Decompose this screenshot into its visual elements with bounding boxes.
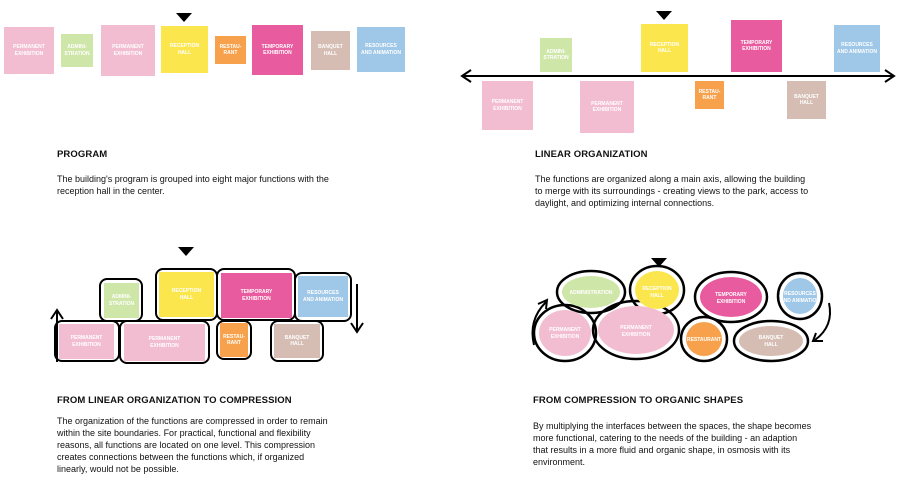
box-permanent-exhibition: PERMANENT EXHIBITION [59, 324, 114, 359]
box-restaurant: RESTAU- RANT [215, 36, 246, 64]
box-permanent-exhibition-2: PERMANENT EXHIBITION [124, 324, 205, 361]
organic-text-line: environment. [533, 457, 586, 467]
entrance-marker-icon [176, 13, 192, 22]
organic-text: By multiplying the interfaces between th… [533, 420, 828, 468]
label-reception-hall: HALL [650, 293, 663, 299]
compression-text-line: linearly, would not be possible. [57, 464, 179, 474]
box-administration: ADMINI- STRATION [61, 34, 93, 67]
organic-text-line: more functional, catering to the needs o… [533, 433, 798, 443]
box-resources-animation: RESOURCES AND ANIMATION [357, 27, 405, 72]
box-reception-hall: RECEPTION HALL [159, 272, 214, 317]
label-permanent-exhibition: PERMANENT [549, 327, 581, 333]
compression-text-line: creates connections between the function… [57, 452, 305, 462]
compression-text-line: The organization of the functions are co… [57, 416, 328, 426]
linear-text-line: to merge with its surroundings - creatin… [535, 186, 809, 196]
box-temporary-exhibition: TEMPORARY EXHIBITION [252, 25, 303, 75]
box-reception-hall: RECEPTION HALL [161, 26, 208, 73]
box-banquet-hall: BANQUET HALL [787, 81, 826, 119]
blob-reception-hall [635, 271, 679, 309]
box-restaurant: RESTAU- RANT [695, 81, 724, 109]
label-temporary-exhibition: EXHIBITION [717, 299, 746, 305]
blob-restaurant [686, 322, 722, 356]
box-permanent-exhibition-2: PERMANENT EXHIBITION [580, 81, 634, 133]
compression-text-line: within the site boundaries. For practica… [57, 428, 311, 438]
box-reception-hall: RECEPTION HALL [641, 24, 688, 72]
box-administration: ADMINI- STRATION [104, 283, 139, 318]
box-temporary-exhibition: TEMPORARY EXHIBITION [221, 273, 292, 318]
program-title: PROGRAM [57, 149, 108, 160]
frame-permanent-exhibition-2 [119, 320, 210, 364]
organic-text-line: that results in a more fluid and organic… [533, 445, 791, 455]
entrance-marker-icon [178, 247, 194, 256]
linear-text-line: The functions are organized along a main… [535, 174, 806, 184]
frame-banquet-hall [270, 320, 324, 362]
box-banquet-hall: BANQUET HALL [274, 324, 320, 358]
blob-permanent-exhibition-2 [598, 306, 674, 354]
linear-text-line: daylight, and optimizing internal connec… [535, 198, 715, 208]
program-text-line: The building's program is grouped into e… [57, 174, 329, 184]
box-restaurant: RESTAU- RANT [220, 323, 248, 357]
box-banquet-hall: BANQUET HALL [311, 31, 350, 70]
label-reception-hall: RECEPTION [642, 286, 672, 292]
program-text-line: reception hall in the center. [57, 186, 165, 196]
label-resources-animation: AND ANIMATION [780, 298, 820, 304]
organic-title: FROM COMPRESSION TO ORGANIC SHAPES [533, 395, 744, 406]
linear-title: LINEAR ORGANIZATION [535, 149, 648, 160]
entrance-marker-icon [651, 258, 667, 267]
program-text: The building's program is grouped into e… [57, 173, 367, 197]
label-permanent-exhibition-2: EXHIBITION [622, 332, 651, 338]
box-temporary-exhibition: TEMPORARY EXHIBITION [731, 20, 782, 72]
box-permanent-exhibition: PERMANENT EXHIBITION [482, 81, 533, 130]
box-permanent-exhibition: PERMANENT EXHIBITION [4, 27, 54, 74]
compression-text: The organization of the functions are co… [57, 415, 347, 475]
box-permanent-exhibition-2: PERMANENT EXHIBITION [101, 25, 155, 76]
compression-title: FROM LINEAR ORGANIZATION TO COMPRESSION [57, 395, 292, 406]
compression-text-line: reasons, all functions are located on on… [57, 440, 315, 450]
label-permanent-exhibition-2: PERMANENT [620, 325, 652, 331]
box-administration: ADMINI- STRATION [540, 38, 572, 72]
frame-resources-animation [294, 272, 352, 322]
blob-banquet-hall [739, 326, 803, 356]
label-permanent-exhibition: EXHIBITION [551, 334, 580, 340]
label-temporary-exhibition: TEMPORARY [715, 292, 747, 298]
label-banquet-hall: HALL [764, 342, 777, 348]
frame-restaurant [216, 320, 252, 360]
linear-text: The functions are organized along a main… [535, 173, 845, 209]
label-administration: ADMINISTRATION [570, 290, 613, 296]
label-resources-animation: RESOURCES [784, 291, 816, 297]
organic-text-line: By multiplying the interfaces between th… [533, 421, 812, 431]
box-resources-animation: RESOURCES AND ANIMATION [834, 25, 880, 72]
label-restaurant: RESTAURANT [687, 337, 721, 343]
blob-administration [562, 276, 620, 308]
blob-temporary-exhibition [700, 277, 762, 317]
box-resources-animation: RESOURCES AND ANIMATION [298, 276, 348, 317]
entrance-marker-icon [656, 11, 672, 20]
label-banquet-hall: BANQUET [759, 335, 784, 341]
blob-resources-animation [783, 278, 817, 314]
blob-permanent-exhibition [539, 310, 591, 356]
